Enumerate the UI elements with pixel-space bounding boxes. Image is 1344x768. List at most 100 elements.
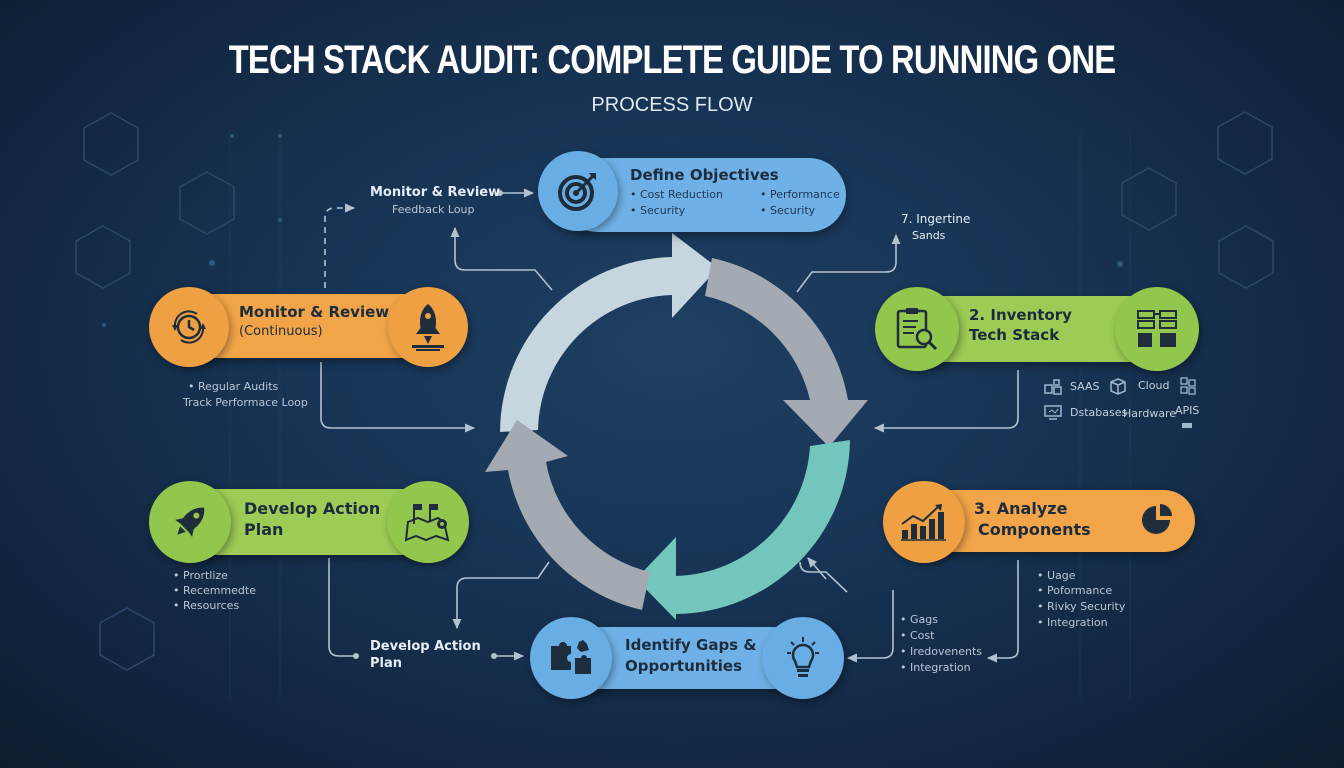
connector-bullets-identify <box>846 590 894 663</box>
identify-bullet: • Iredovenents <box>900 645 983 658</box>
develop-icon-circle <box>149 481 231 563</box>
map-flags-icon <box>404 504 450 542</box>
develop-title-line1: Develop Action <box>244 499 381 518</box>
monitor-right-circle <box>388 287 468 367</box>
clipboard-search-icon <box>896 308 938 351</box>
identify-icon-circle <box>530 617 612 699</box>
inventory-item-grid <box>1180 377 1196 399</box>
analyze-bullet: • Rivky Security <box>1037 600 1126 613</box>
inventory-item-cloud: Cloud <box>1108 377 1169 395</box>
identify-bullet: • Integration <box>900 661 971 674</box>
connector-cycle-analyze-up <box>807 557 827 580</box>
hexagon-icon <box>1218 225 1274 289</box>
feedback-loop-title: Monitor & Review <box>370 185 501 200</box>
develop-bullet: • Recemmedte <box>173 584 256 597</box>
hexagon-decorations <box>75 111 1274 671</box>
bullet-text: Integration <box>1047 616 1108 629</box>
feedback-loop-subtitle: Feedback Loup <box>392 203 475 216</box>
saas-icon <box>1044 379 1062 395</box>
bullet-text: Recemmedte <box>183 584 256 597</box>
lightbulb-icon <box>787 637 819 677</box>
bullet-text: Resources <box>183 599 240 612</box>
page-title: TECH STACK AUDIT: COMPLETE GUIDE TO RUNN… <box>228 38 1116 82</box>
bullet-text: Security <box>770 204 816 217</box>
rocket-launch-icon <box>412 304 444 351</box>
define-bullet: • Cost Reduction <box>630 188 723 201</box>
cloud-box-icon <box>1110 378 1126 395</box>
monitor-review-subtitle: (Continuous) <box>239 324 323 339</box>
bullet-text: Security <box>640 204 686 217</box>
connector-cycle-analyze <box>799 561 848 593</box>
analyze-bullet: • Uage <box>1037 569 1076 582</box>
inventory-item-hardware: Hardware <box>1123 407 1177 420</box>
define-objectives-title: Define Objectives <box>630 166 779 184</box>
bullet-text: Rivky Security <box>1047 600 1126 613</box>
inventory-item-apis: APIS <box>1175 404 1199 432</box>
connector-develop-down <box>328 558 356 657</box>
develop-right-circle <box>387 481 469 563</box>
develop-bottom-label-line1: Develop Action <box>370 639 481 654</box>
cycle-arrow-bottom <box>636 440 850 620</box>
connector-analyze-identify <box>986 560 1019 663</box>
identify-title-line2: Opportunities <box>625 657 743 675</box>
identify-title-line1: Identify Gaps & <box>625 636 757 654</box>
bullet-text: Uage <box>1047 569 1076 582</box>
item-label: Cloud <box>1138 379 1170 392</box>
define-bullet: • Security <box>760 204 816 217</box>
analyze-bullet: • Poformance <box>1037 584 1113 597</box>
cycle-arrow-top <box>500 233 718 432</box>
item-label: APIS <box>1175 404 1200 417</box>
inventory-right-circle <box>1115 287 1199 371</box>
hexagon-icon <box>1217 111 1273 175</box>
monitor-note: • Regular Audits <box>188 380 279 393</box>
rocket-icon <box>175 507 205 537</box>
analyze-bullet: • Integration <box>1037 616 1108 629</box>
cycle-diagram <box>485 233 868 620</box>
bullet-text: Cost Reduction <box>640 188 723 201</box>
bullet-text: Performance <box>770 188 840 201</box>
bullet-text: Iredovenents <box>910 645 983 658</box>
grid-icon <box>1180 377 1196 395</box>
identify-bullet: • Gags <box>900 613 938 626</box>
hexagon-icon <box>179 171 235 235</box>
inventory-title-line2: Tech Stack <box>969 326 1060 344</box>
step7-label: 7. Ingertine <box>901 212 971 226</box>
connector-cycle-feedback <box>450 226 553 291</box>
develop-bottom-label-line2: Plan <box>370 656 403 671</box>
cycle-arrow-right <box>705 258 868 447</box>
connector-dashed-feedback <box>324 203 356 288</box>
bar-chart-icon <box>901 504 946 541</box>
hexagon-icon <box>1121 167 1177 231</box>
background-grid <box>229 130 1131 700</box>
connector-step7 <box>796 233 901 293</box>
target-icon <box>558 173 596 211</box>
inventory-item-databases: Dstabases <box>1044 405 1127 421</box>
monitor-icon-circle <box>149 287 229 367</box>
develop-bullet: • Prortlize <box>173 569 228 582</box>
inventory-item-saas: SAAS <box>1044 379 1100 395</box>
connectors <box>320 188 1019 663</box>
step7-sublabel: Sands <box>912 229 946 242</box>
monitor-review-title: Monitor & Review <box>239 303 390 321</box>
bullet-text: Gags <box>910 613 938 626</box>
puzzle-icon <box>551 640 591 674</box>
monitor-note: Track Performace Loop <box>183 396 308 409</box>
note-text: Regular Audits <box>198 380 279 393</box>
page-subtitle: PROCESS FLOW <box>591 94 753 116</box>
bullet-text: Cost <box>910 629 935 642</box>
item-label: SAAS <box>1070 380 1100 393</box>
pie-chart-icon <box>1142 504 1172 534</box>
develop-bullet: • Resources <box>173 599 240 612</box>
dot-decorations <box>102 134 1123 327</box>
hexagon-icon <box>99 607 155 671</box>
cycle-arrow-left <box>485 420 650 610</box>
analyze-title-line1: 3. Analyze <box>974 499 1068 518</box>
analyze-title-line2: Components <box>978 520 1091 539</box>
develop-title-line2: Plan <box>244 520 284 539</box>
define-bullet: • Performance <box>760 188 840 201</box>
hexagon-icon <box>83 112 139 176</box>
monitor-icon <box>1044 405 1062 420</box>
api-icon <box>1182 423 1193 428</box>
inventory-icon-circle <box>875 287 959 371</box>
